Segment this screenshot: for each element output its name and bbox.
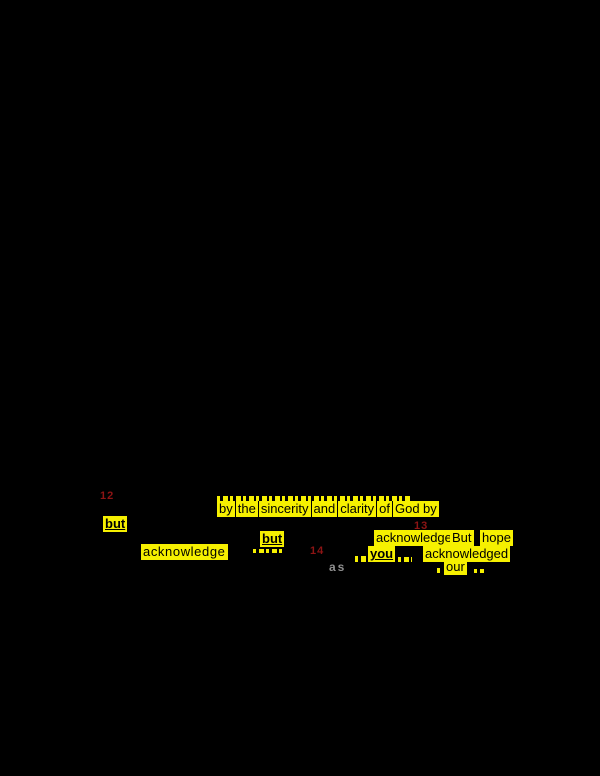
highlighted-word: the (235, 501, 258, 517)
highlighted-word: sincerity (258, 501, 311, 517)
highlighted-word-acknowledge: acknowledge (141, 544, 228, 560)
verse-number-12: 12 (100, 490, 115, 502)
highlighted-word-acknowledged: acknowledged (423, 546, 511, 562)
highlight-fragment (437, 568, 443, 573)
highlighted-word: God (393, 501, 422, 517)
highlighted-phrase-sincerity: by the sincerity and clarity of God (217, 501, 423, 517)
muted-gray-word: as (329, 560, 347, 574)
highlighted-word-but-1: but (103, 516, 128, 532)
highlighted-word-our: our (444, 559, 467, 575)
verse-number-13: 13 (414, 520, 429, 532)
highlight-fragment (355, 556, 366, 562)
highlight-fragment (217, 496, 412, 501)
highlighted-word-you: you (368, 546, 396, 562)
verse-number-14: 14 (310, 545, 325, 557)
highlighted-word: clarity (338, 501, 377, 517)
highlighted-word-acknowledge-period: acknowledge. (374, 530, 458, 546)
highlight-fragment (398, 557, 412, 562)
highlighted-word: and (311, 501, 338, 517)
highlight-fragment (474, 569, 484, 573)
highlighted-word: by (217, 501, 235, 517)
highlighted-word-but-capital: But (450, 530, 474, 546)
highlighted-word-but-2: but (260, 531, 285, 547)
highlighted-word: of (377, 501, 392, 517)
highlighted-word-hope: hope (480, 530, 513, 546)
highlight-fragment (253, 549, 284, 553)
highlighted-word-by: by (421, 501, 439, 517)
